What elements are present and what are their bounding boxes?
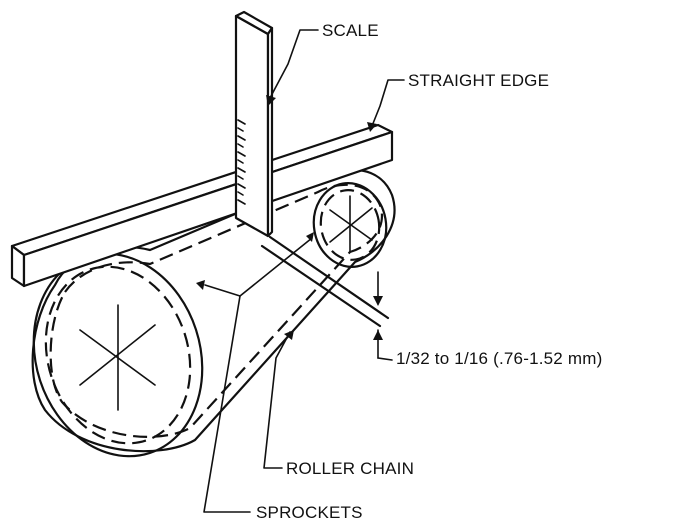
leader-lines bbox=[196, 29, 405, 513]
scale-label: SCALE bbox=[322, 21, 379, 40]
small-sprocket bbox=[312, 182, 388, 268]
roller-chain-label: ROLLER CHAIN bbox=[286, 459, 414, 478]
scale-ticks bbox=[237, 119, 246, 205]
scale bbox=[234, 10, 274, 238]
tolerance-indicator bbox=[373, 271, 393, 361]
tolerance-label: 1/32 to 1/16 (.76-1.52 mm) bbox=[396, 349, 602, 368]
straight-edge-label: STRAIGHT EDGE bbox=[408, 71, 549, 90]
sprockets-label: SPROCKETS bbox=[256, 503, 363, 522]
alignment-reference-line bbox=[260, 235, 390, 328]
